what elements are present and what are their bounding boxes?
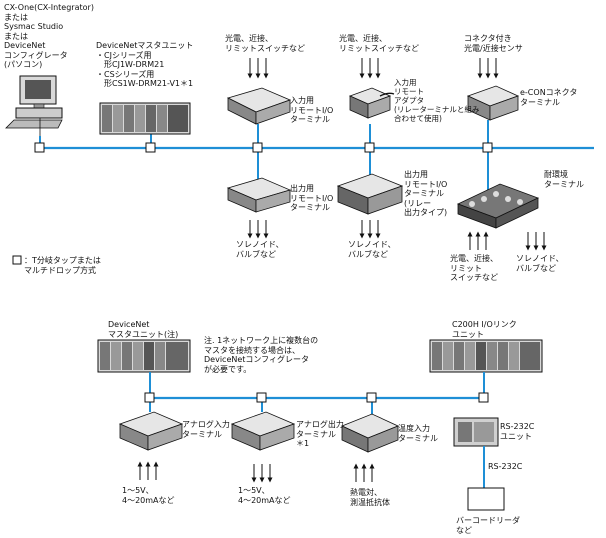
pc-computer-icon	[5, 75, 63, 136]
branch-tap	[145, 142, 156, 153]
branch-taps-1	[34, 142, 493, 153]
c200h-label: C200H I/Oリンク ユニット	[452, 320, 517, 339]
env-terminal-device	[456, 183, 540, 229]
output-terminal-label: 出力用 リモートI/O ターミナル	[290, 184, 334, 212]
branch-tap	[256, 392, 267, 403]
rs232c-unit-label: RS-232C ユニット	[500, 422, 535, 441]
branch-taps-2	[144, 392, 489, 403]
pc-label: CX-One(CX-Integrator) または Sysmac Studio …	[4, 3, 94, 69]
input-terminal-sensors: 光電、近接、 リミットスイッチなど	[225, 34, 305, 53]
analog-output-terminal-device	[230, 411, 296, 451]
branch-tap	[478, 392, 489, 403]
env-terminal-label: 耐環境 ターミナル	[544, 170, 584, 189]
network-note: 注. 1ネットワーク上に複数台の マスタを接続する場合は、 DeviceNetコ…	[204, 336, 319, 374]
analog-output-label: アナログ出力 ターミナル ＊1	[296, 420, 344, 448]
plc-master-unit-1	[99, 102, 191, 135]
econ-terminal-sensors: コネクタ付き 光電/近接センサ	[464, 34, 523, 53]
econ-terminal-label: e-CONコネクタ ターミナル	[520, 88, 578, 107]
econ-terminal-arrows	[477, 58, 499, 79]
branch-tap	[366, 392, 377, 403]
analog-input-arrows	[137, 461, 159, 480]
branch-tap	[482, 142, 493, 153]
legend-text: ：T分岐タップまたは マルチドロップ方式	[24, 256, 101, 275]
temp-input-label: 温度入力 ターミナル	[398, 424, 438, 443]
branch-tap	[144, 392, 155, 403]
barcode-label: バーコードリーダ など	[456, 516, 520, 535]
input-adapter-device	[348, 87, 395, 119]
econ-terminal-device	[466, 85, 520, 121]
devicenet-bus-2	[149, 372, 485, 416]
input-adapter-sensors: 光電、近接、 リミットスイッチなど	[339, 34, 419, 53]
input-terminal-arrows	[247, 58, 269, 79]
output-relay-arrows	[359, 220, 381, 239]
analog-output-arrows	[251, 464, 273, 483]
barcode-reader-box	[467, 487, 505, 511]
master-unit-label: DeviceNetマスタユニット ・CJシリーズ用 形CJ1W-DRM21 ・C…	[96, 41, 194, 88]
rs232c-line-label: RS-232C	[488, 462, 523, 471]
analog-input-signal: 1～5V、 4～20mAなど	[122, 486, 175, 505]
plc-c200h-unit	[429, 339, 543, 373]
output-terminal-device	[226, 177, 292, 213]
temp-input-signal: 熱電対、 測温抵抗体	[350, 488, 390, 507]
input-adapter-label: 入力用 リモート アダプタ (リレーターミナルと組み 合わせて使用)	[394, 78, 480, 123]
plc-master-unit-2	[97, 339, 191, 373]
env-terminal-output-arrows	[525, 232, 547, 251]
env-terminal-loads: ソレノイド、 バルブなど	[516, 254, 564, 273]
analog-input-terminal-device	[118, 411, 184, 451]
input-adapter-arrows	[359, 58, 381, 79]
temperature-input-terminal-device	[340, 413, 400, 453]
output-relay-terminal-device	[336, 173, 404, 215]
output-relay-label: 出力用 リモートI/O ターミナル (リレー 出力タイプ)	[404, 170, 448, 217]
input-terminal-device	[226, 87, 292, 125]
branch-tap	[364, 142, 375, 153]
master-unit-2-label: DeviceNet マスタユニット(注)	[108, 320, 179, 339]
analog-output-signal: 1～5V、 4～20mAなど	[238, 486, 291, 505]
branch-tap	[252, 142, 263, 153]
branch-tap	[34, 142, 45, 153]
env-terminal-input-arrows	[467, 231, 489, 250]
analog-input-label: アナログ入力 ターミナル	[182, 420, 230, 439]
rs232c-unit-device	[453, 417, 499, 488]
input-terminal-label: 入力用 リモートI/O ターミナル	[290, 96, 334, 124]
output-terminal-arrows	[247, 220, 269, 239]
output-relay-loads: ソレノイド、 バルブなど	[348, 240, 396, 259]
temperature-input-arrows	[353, 463, 375, 482]
output-terminal-loads: ソレノイド、 バルブなど	[236, 240, 284, 259]
legend-tap-icon	[12, 255, 22, 265]
env-terminal-sensors: 光電、近接、 リミット スイッチなど	[450, 254, 498, 282]
